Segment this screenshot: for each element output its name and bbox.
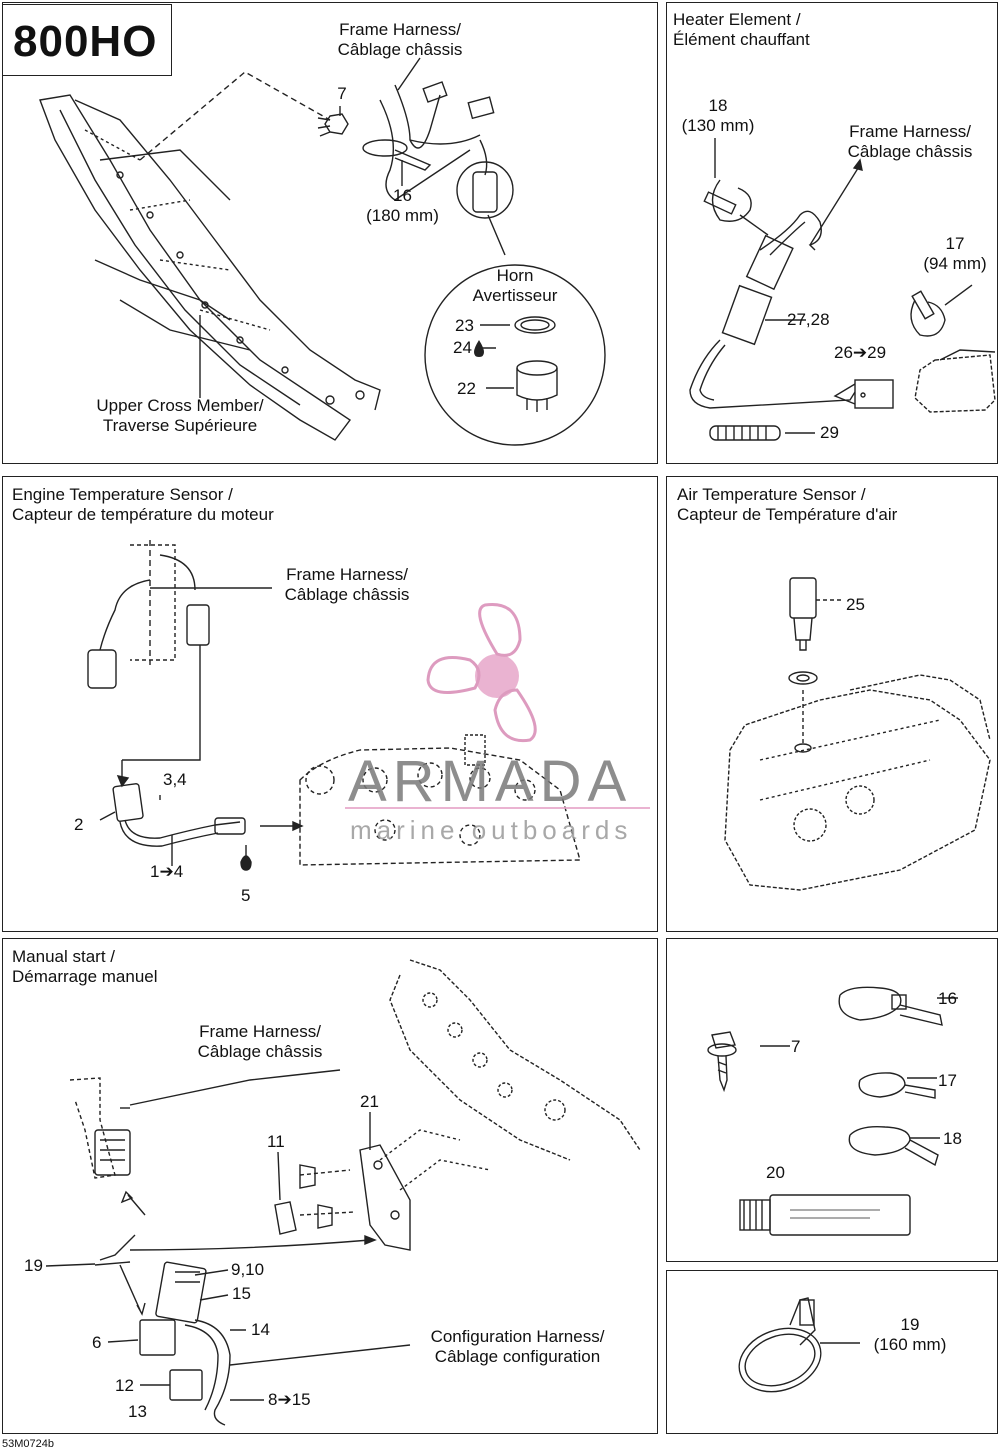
model-label: 800HO bbox=[13, 17, 158, 66]
callout-27-28: 27,28 bbox=[787, 310, 830, 329]
callout-24: 24 bbox=[453, 338, 472, 357]
heater-arrow-line bbox=[809, 164, 861, 246]
callout-15: 15 bbox=[232, 1284, 251, 1303]
callout-5: 5 bbox=[241, 886, 251, 905]
callout-22: 22 bbox=[457, 379, 476, 398]
callout-25: 25 bbox=[846, 595, 865, 614]
callout-17-heater: 17 (94 mm) bbox=[923, 234, 987, 273]
watermark-name: ARMADA bbox=[348, 749, 633, 814]
horn-zoom-circle bbox=[424, 264, 606, 446]
heater-panel-title: Heater Element / Élément chauffant bbox=[673, 10, 810, 49]
callout-18-hardware: 18 bbox=[943, 1129, 962, 1148]
leader-dashed bbox=[139, 71, 331, 161]
parts-drawing bbox=[39, 57, 996, 1426]
callout-leaders bbox=[45, 57, 421, 1401]
callout-17-hardware: 17 bbox=[938, 1071, 957, 1090]
watermark-tagline: marine outboards bbox=[350, 815, 633, 845]
model-badge: 800HO bbox=[2, 4, 172, 76]
horn-panel bbox=[2, 2, 658, 464]
upper-cross-member-label: Upper Cross Member/ Traverse Supérieure bbox=[96, 396, 264, 435]
callout-16: 16 (180 mm) bbox=[366, 186, 439, 225]
manual-start-panel bbox=[2, 938, 658, 1434]
callout-1-4: 1➔4 bbox=[150, 862, 184, 881]
callout-19-manual: 19 bbox=[24, 1256, 43, 1275]
manual-start-drawing bbox=[69, 959, 641, 1426]
callout-11: 11 bbox=[267, 1132, 285, 1151]
callout-2: 2 bbox=[74, 815, 84, 834]
callout-26-29: 26➔29 bbox=[834, 343, 887, 362]
callout-19-clamp: 19 (160 mm) bbox=[873, 1315, 947, 1354]
horn-frame-harness-label: Frame Harness/ Câblage châssis bbox=[337, 20, 463, 59]
clamp-drawing bbox=[738, 1297, 860, 1393]
callout-9-10: 9,10 bbox=[231, 1260, 265, 1279]
engine-temp-drawing bbox=[87, 540, 581, 871]
callout-23: 23 bbox=[455, 316, 474, 335]
horn-zoom-small bbox=[456, 161, 514, 219]
callout-7: 7 bbox=[337, 84, 347, 103]
heater-frame-harness-label: Frame Harness/ Câblage châssis bbox=[847, 122, 973, 161]
callout-3-4: 3,4 bbox=[163, 770, 187, 789]
callout-6: 6 bbox=[92, 1333, 102, 1352]
callout-7-hardware: 7 bbox=[791, 1037, 801, 1056]
engine-frame-harness-label: Frame Harness/ Câblage châssis bbox=[284, 565, 410, 604]
callout-20: 20 bbox=[766, 1163, 785, 1182]
callout-16-hardware: 16 bbox=[938, 989, 957, 1008]
watermark-logo bbox=[345, 602, 650, 809]
configuration-harness-label: Configuration Harness/ Câblage configura… bbox=[430, 1327, 605, 1366]
heater-drawing bbox=[689, 138, 996, 441]
hardware-drawing bbox=[707, 986, 958, 1236]
callout-18-heater: 18 (130 mm) bbox=[681, 96, 755, 135]
callout-29: 29 bbox=[820, 423, 839, 442]
engine-temperature-panel bbox=[2, 476, 658, 932]
manual-frame-harness-label: Frame Harness/ Câblage châssis bbox=[197, 1022, 323, 1061]
manual-start-title: Manual start / Démarrage manuel bbox=[12, 947, 158, 986]
callout-21: 21 bbox=[360, 1092, 379, 1111]
air-temperature-panel bbox=[666, 476, 998, 932]
air-temp-drawing bbox=[724, 577, 991, 891]
engine-temp-title: Engine Temperature Sensor / Capteur de t… bbox=[12, 485, 274, 524]
sealant-drop-icon bbox=[474, 340, 484, 357]
callout-13: 13 bbox=[128, 1402, 147, 1421]
upper-cross-member-drawing bbox=[39, 94, 381, 441]
callout-14: 14 bbox=[251, 1320, 270, 1339]
heater-element-panel bbox=[666, 2, 998, 464]
horn-harness-drawing bbox=[317, 81, 495, 201]
diagram-code: 53M0724b bbox=[2, 1438, 54, 1450]
hardware-panel bbox=[666, 938, 998, 1262]
callout-12: 12 bbox=[115, 1376, 134, 1395]
air-temp-title: Air Temperature Sensor / Capteur de Temp… bbox=[677, 485, 898, 524]
callout-8-15: 8➔15 bbox=[268, 1390, 311, 1409]
horn-title: Horn Avertisseur bbox=[472, 266, 558, 305]
clamp-panel bbox=[666, 1270, 998, 1434]
